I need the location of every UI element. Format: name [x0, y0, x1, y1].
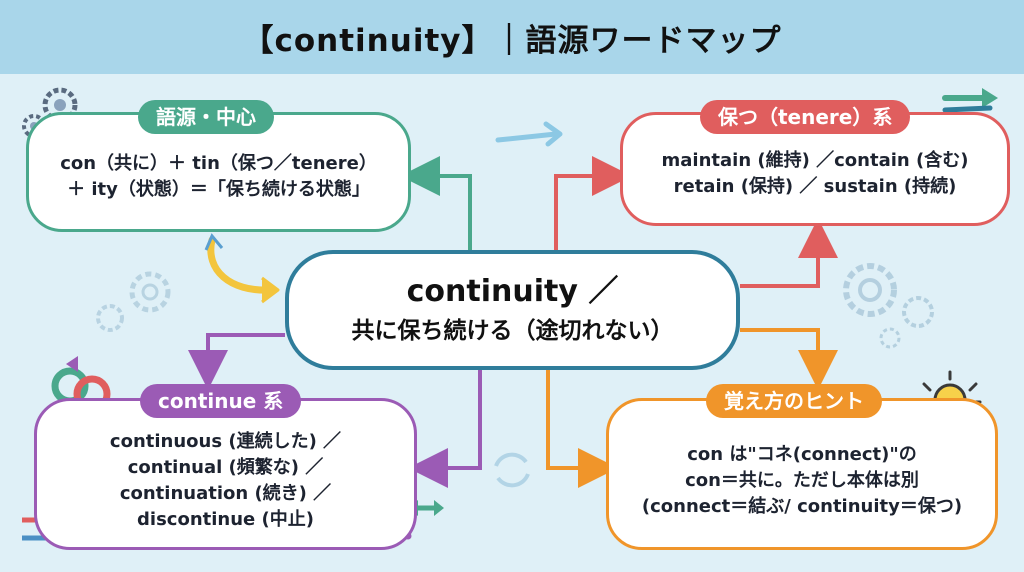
curved-arrow-icon [207, 236, 274, 294]
tip-line-3: (connect＝結ぶ/ continuity＝保つ) [641, 496, 963, 517]
arrow-icon [495, 131, 559, 143]
header-bar: 【continuity】｜語源ワードマップ [0, 0, 1024, 74]
origin-line-1: con（共に）＋ tin（保つ／tenere） [60, 153, 377, 174]
origin-line-2: ＋ ity（状態）＝「保ち続ける状態」 [67, 179, 370, 200]
continue-line-1: continuous (連続した) ／ [109, 431, 342, 452]
tenere-line-1: maintain (維持) ／contain (含む) [661, 150, 969, 171]
connector-continue-bottom [408, 370, 482, 488]
connector-tip-bottom [546, 370, 618, 488]
center-word: continuity ／ [406, 274, 619, 309]
continue-label: continue 系 [140, 384, 302, 418]
continue-box: continuous (連続した) ／ continual (頻繁な) ／ co… [34, 398, 417, 550]
refresh-icon [494, 452, 530, 488]
tip-line-2: con＝共に。ただし本体は別 [685, 470, 919, 491]
continue-line-4: discontinue (中止) [137, 509, 314, 530]
connector-continue-left [188, 333, 285, 390]
tip-label: 覚え方のヒント [706, 384, 882, 418]
center-box: continuity ／ 共に保ち続ける（途切れない） [285, 250, 740, 370]
gear-icon [42, 87, 78, 123]
page-title: 【continuity】｜語源ワードマップ [242, 22, 782, 59]
tenere-label: 保つ（tenere）系 [700, 100, 911, 134]
arrows-icon [942, 88, 998, 113]
tenere-line-2: retain (保持) ／ sustain (持続) [673, 176, 957, 197]
continue-line-2: continual (頻繁な) ／ [127, 457, 324, 478]
connector-tenere-top [554, 156, 632, 250]
connector-tip-right [740, 328, 838, 390]
connector-tenere-right [740, 218, 838, 288]
center-meaning: 共に保ち続ける（途切れない） [351, 318, 674, 344]
origin-box: con（共に）＋ tin（保つ／tenere） ＋ ity（状態）＝「保ち続ける… [26, 112, 411, 232]
continue-line-3: continuation (続き) ／ [119, 483, 332, 504]
origin-label: 語源・中心 [138, 100, 274, 134]
tip-line-1: con は"コネ(connect)"の [687, 444, 917, 465]
connector-origin [400, 156, 472, 250]
tip-box: con は"コネ(connect)"の con＝共に。ただし本体は別 (conn… [606, 398, 998, 550]
